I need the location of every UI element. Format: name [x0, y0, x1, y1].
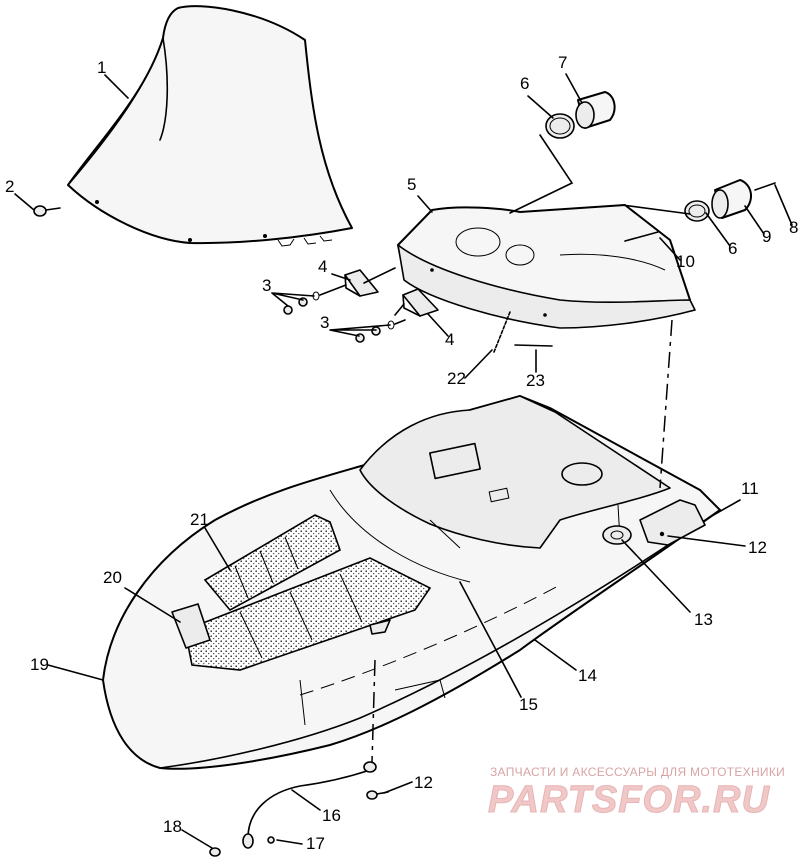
speedo-cable-end: [624, 231, 659, 242]
callout-8: 8: [789, 218, 798, 237]
screws-upper: [283, 284, 347, 315]
callout-6: 6: [520, 74, 529, 93]
callout-23: 23: [526, 371, 545, 390]
windshield: [67, 5, 353, 247]
callout-3: 3: [320, 313, 329, 332]
callout-15: 15: [519, 695, 538, 714]
watermark: ЗАПЧАСТИ И АКСЕССУАРЫ ДЛЯ МОТОТЕХНИКИ PA…: [488, 765, 785, 822]
callout-10: 10: [676, 252, 695, 271]
gauge-right: [711, 179, 776, 219]
bracket-lower: [402, 288, 439, 317]
callout-6: 6: [728, 239, 737, 258]
grill-lower: [184, 557, 432, 671]
callout-14: 14: [578, 666, 597, 685]
callout-4: 4: [318, 257, 327, 276]
hood-seam: [429, 519, 461, 549]
callout-11: 11: [741, 479, 759, 498]
leader-lines: [14, 73, 793, 849]
windshield-screw: [33, 205, 61, 217]
callout-16: 16: [322, 806, 341, 825]
callout-17: 17: [306, 834, 325, 853]
assembly-lines: [363, 134, 691, 763]
gauge-ring-upper: [545, 113, 575, 139]
dash-panel: [397, 204, 696, 329]
callout-18: 18: [163, 817, 182, 836]
callout-labels: 1233445667891011121213141516171819202122…: [5, 53, 798, 853]
bracket-upper: [344, 269, 379, 297]
gauge-upper: [575, 91, 616, 129]
callout-2: 2: [5, 177, 14, 196]
vent-left: [171, 603, 211, 649]
callout-7: 7: [558, 53, 567, 72]
hood-latch-cable: [209, 761, 377, 857]
callout-3: 3: [262, 276, 271, 295]
callout-19: 19: [30, 655, 49, 674]
callout-12: 12: [414, 773, 433, 792]
callout-22: 22: [447, 369, 466, 388]
gauge-ring-right: [684, 200, 710, 222]
watermark-logo: PARTSFOR.RU: [488, 779, 770, 821]
side-cover: [639, 499, 706, 546]
watermark-caption: ЗАПЧАСТИ И АКСЕССУАРЫ ДЛЯ МОТОТЕХНИКИ: [490, 765, 785, 779]
callout-5: 5: [407, 175, 416, 194]
grommet: [602, 525, 632, 545]
callout-12: 12: [748, 538, 767, 557]
callout-20: 20: [103, 568, 122, 587]
callout-21: 21: [190, 510, 209, 529]
pin: [514, 344, 553, 347]
callout-13: 13: [694, 610, 713, 629]
screws-lower: [355, 319, 406, 343]
grill-upper: [203, 514, 341, 612]
callout-1: 1: [97, 58, 106, 77]
callout-4: 4: [445, 330, 454, 349]
spring: [493, 311, 511, 353]
callout-9: 9: [762, 227, 771, 246]
